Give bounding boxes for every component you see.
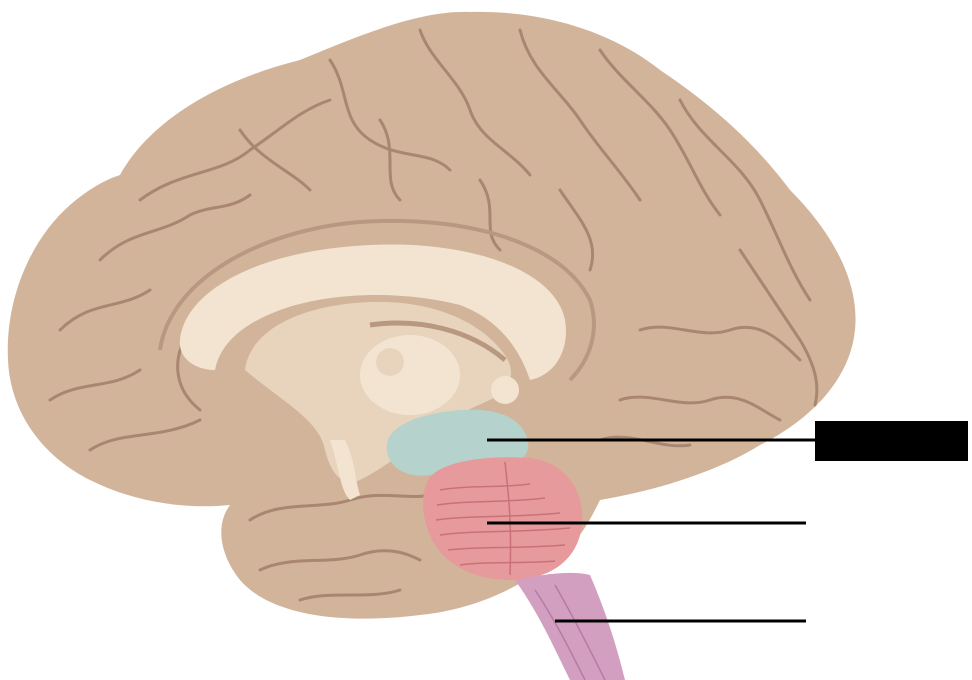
interthalamic-adhesion	[376, 348, 404, 376]
pineal-gland	[491, 376, 519, 404]
pons-striations	[435, 461, 571, 576]
thalamus	[360, 335, 460, 415]
label-box-midbrain	[815, 421, 968, 461]
cingulate-gyrus	[158, 218, 596, 382]
corpus-callosum	[179, 244, 566, 380]
hypothalamus-stalk	[330, 440, 360, 500]
gyri	[48, 28, 819, 602]
fornix	[369, 320, 507, 362]
medulla-striations	[534, 584, 606, 680]
medulla	[515, 572, 625, 680]
